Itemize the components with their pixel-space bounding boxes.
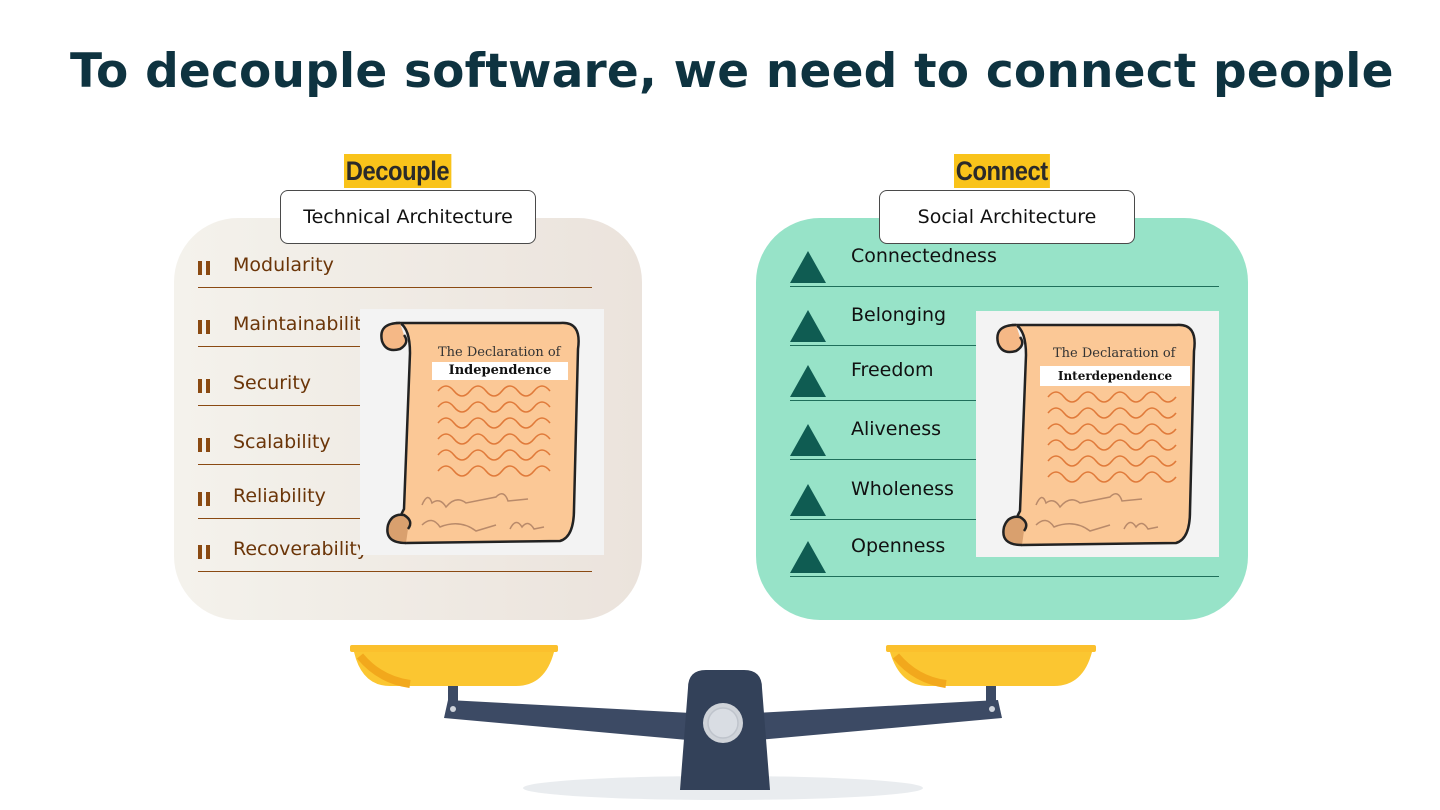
list-item-label: Freedom [851,359,934,381]
triangle-icon [790,251,826,283]
triangle-icon [790,365,826,397]
list-item-label: Modularity [233,254,334,276]
double-chevron-icon [198,438,216,452]
page-title: To decouple software, we need to connect… [70,44,1394,99]
list-item-label: Wholeness [851,478,954,500]
triangle-icon [790,541,826,573]
scroll-title-word: Interdependence [1040,366,1190,386]
list-item-label: Openness [851,535,945,557]
scroll-heading: The Declaration of [1053,346,1176,361]
list-item-label: Scalability [233,431,331,453]
double-chevron-icon [198,545,216,559]
triangle-icon [790,424,826,456]
list-item-label: Recoverability [233,538,368,560]
balance-scale-illustration [340,630,1110,805]
list-item: Modularity [198,244,592,288]
technical-architecture-header: Technical Architecture [280,190,536,244]
declaration-of-interdependence-image: The Declaration of Interdependence [976,311,1219,557]
list-item-label: Security [233,372,311,394]
triangle-icon [790,310,826,342]
decouple-tag: Decouple [344,154,451,188]
double-chevron-icon [198,492,216,506]
right-pan [886,645,1096,708]
scroll-title-word: Independence [432,362,568,380]
list-item-label: Connectedness [851,245,997,267]
list-item-label: Aliveness [851,418,941,440]
left-pan [350,645,558,708]
double-chevron-icon [198,379,216,393]
list-item-label: Belonging [851,304,946,326]
double-chevron-icon [198,320,216,334]
connect-tag: Connect [954,154,1049,188]
triangle-icon [790,484,826,516]
declaration-of-independence-image: The Declaration of Independence [360,309,604,555]
list-item-label: Maintainability [233,313,373,335]
list-item-label: Reliability [233,485,326,507]
list-item: Connectedness [790,235,1219,287]
scroll-heading: The Declaration of [438,345,561,360]
double-chevron-icon [198,261,216,275]
